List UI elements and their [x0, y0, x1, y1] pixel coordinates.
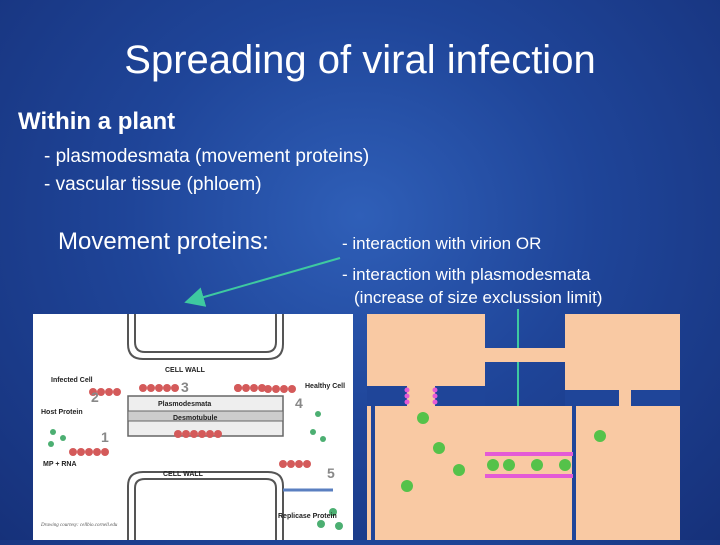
green-virions [401, 412, 606, 492]
movement-proteins-label: Movement proteins: [58, 228, 269, 255]
plasmodesmata-diagram: CELL WALL CELL WALL Plasmodesmata Desmot… [33, 314, 353, 540]
subheading: Within a plant [18, 108, 176, 135]
step-3: 3 [181, 379, 189, 395]
movement-item-plasmodesmata: - interaction with plasmodesmata [342, 265, 591, 284]
movement-item-size-limit: (increase of size exclussion limit) [354, 288, 603, 307]
host-protein-label: Host Protein [41, 409, 83, 416]
replicase-label: Replicase Protein [278, 513, 337, 520]
bullet-vascular: - vascular tissue (phloem) [44, 174, 262, 195]
plasmodesmata-label: Plasmodesmata [158, 401, 211, 408]
arrow-to-left-figure [184, 257, 341, 307]
pink-dots-lower [485, 452, 573, 478]
step-4: 4 [295, 395, 303, 411]
step-1: 1 [101, 429, 109, 445]
pink-dots-upper [404, 387, 438, 405]
slide-title: Spreading of viral infection [124, 38, 596, 82]
cells-diagram [367, 314, 680, 540]
movement-item-virion: - interaction with virion OR [342, 234, 542, 253]
desmotubule-label: Desmotubule [173, 415, 217, 422]
mp-rna-label: MP + RNA [43, 461, 77, 468]
step-2: 2 [91, 389, 99, 405]
infected-cell-label: Infected Cell [51, 377, 93, 384]
source-note: Drawing courtesy: cellbio.cornell.edu [40, 523, 118, 528]
step-5: 5 [327, 465, 335, 481]
bullet-plasmodesmata: - plasmodesmata (movement proteins) [44, 146, 370, 167]
cell-wall-bottom-label: CELL WALL [163, 471, 204, 478]
healthy-cell-label: Healthy Cell [305, 383, 345, 390]
cell-wall-top-label: CELL WALL [165, 367, 206, 374]
